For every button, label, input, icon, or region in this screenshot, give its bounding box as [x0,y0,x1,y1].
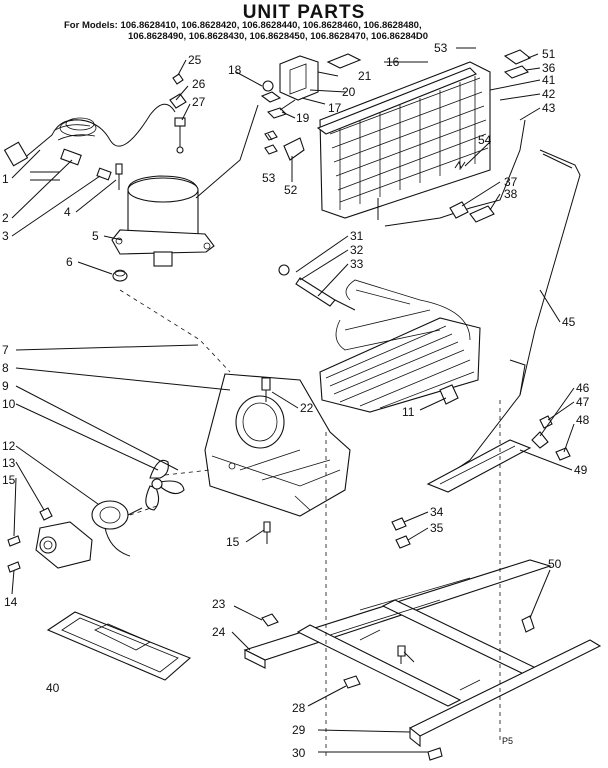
part-23 [261,613,279,627]
callout-30: 30 [292,746,306,760]
screw-22 [261,377,271,402]
callout-27: 27 [192,95,206,109]
callout-6: 6 [66,255,73,269]
models-prefix: For Models: [64,20,118,31]
callout-29: 29 [292,723,306,737]
callout-47: 47 [576,395,590,409]
callout-21: 21 [358,69,372,83]
callout-33: 33 [350,257,364,271]
callout-5: 5 [92,229,99,243]
power-cord [3,103,176,181]
page-mark: P5 [502,736,513,746]
callout-7: 7 [2,343,9,357]
callout-13: 13 [2,456,16,470]
callout-53-left: 53 [262,171,276,185]
compressor [111,104,259,267]
callout-35: 35 [430,521,444,535]
callout-numbers: 1 2 3 4 5 6 7 8 9 10 11 12 13 14 15 15 1… [2,41,590,760]
callout-9: 9 [2,379,9,393]
callout-14: 14 [4,595,18,609]
callout-8: 8 [2,361,9,375]
callout-36: 36 [542,61,556,75]
callout-31: 31 [350,229,364,243]
callout-28: 28 [292,701,306,715]
clip-54 [454,160,466,170]
callout-2: 2 [2,211,9,225]
callout-16: 16 [386,55,400,69]
callout-50: 50 [548,557,562,571]
motor-bracket [35,507,93,569]
callout-43: 43 [542,101,556,115]
fan-motor [91,500,143,557]
callout-49: 49 [574,463,588,477]
callout-32: 32 [350,243,364,257]
models-line-2: 106.8628490, 106.8628430, 106.8628450, 1… [128,31,429,42]
callout-46: 46 [576,381,590,395]
callout-12: 12 [2,439,16,453]
callout-48: 48 [576,413,590,427]
fan-blade [145,459,185,511]
callout-18: 18 [228,63,242,77]
callout-41: 41 [542,73,556,87]
callout-54: 54 [478,133,492,147]
condenser [316,61,526,227]
screw-3-base [397,645,406,664]
clip-50 [521,615,535,633]
callout-23: 23 [212,597,226,611]
callout-52: 52 [284,183,298,197]
brackets-51-36 [503,49,532,79]
defrost-parts-31-33 [278,264,356,311]
model-list-line-1: For Models: 106.8628410, 106.8628420, 10… [64,20,422,31]
screw-30 [427,747,443,761]
callout-25: 25 [188,53,202,67]
callout-15-lower: 15 [226,535,240,549]
screw-15-lower [263,521,271,544]
tubing-45 [454,149,581,471]
brackets-52-53 [264,130,305,161]
callout-17: 17 [328,101,342,115]
base-frame [243,559,602,748]
callout-10: 10 [2,397,16,411]
drain-pan [46,611,192,681]
callout-4: 4 [64,205,71,219]
leader-lines [11,47,575,753]
callout-45: 45 [562,315,576,329]
callout-37: 37 [504,175,518,189]
callout-1: 1 [2,172,9,186]
clips-34-35 [391,517,411,549]
callout-38: 38 [504,187,518,201]
callout-15-left: 15 [2,473,16,487]
parts-46-48 [531,415,571,461]
callout-34: 34 [430,505,444,519]
screw-4 [115,163,123,190]
drain-parts-37-38 [449,201,495,223]
grommet [112,269,128,282]
fan-housing [204,373,351,517]
relay-overload-parts [169,73,187,154]
screw-15-left [7,535,21,547]
evaporator [319,279,481,413]
clip-28 [343,675,361,689]
models-line-1: 106.8628410, 106.8628420, 106.8628440, 1… [120,20,422,31]
callout-19: 19 [296,111,310,125]
callout-20: 20 [342,85,356,99]
callout-42: 42 [542,87,556,101]
callout-53-top: 53 [434,41,448,55]
callout-40: 40 [46,681,60,695]
callout-24: 24 [212,625,226,639]
condenser-bracket-parts [260,53,362,119]
screw-14 [7,561,21,573]
callout-26: 26 [192,77,206,91]
page-title: UNIT PARTS [242,2,366,23]
callout-22: 22 [300,401,314,415]
callout-3-top: 3 [2,229,9,243]
callout-51: 51 [542,47,556,61]
callout-11: 11 [402,405,415,419]
alignment-lines [119,289,501,760]
drain-trough-49 [426,439,532,493]
